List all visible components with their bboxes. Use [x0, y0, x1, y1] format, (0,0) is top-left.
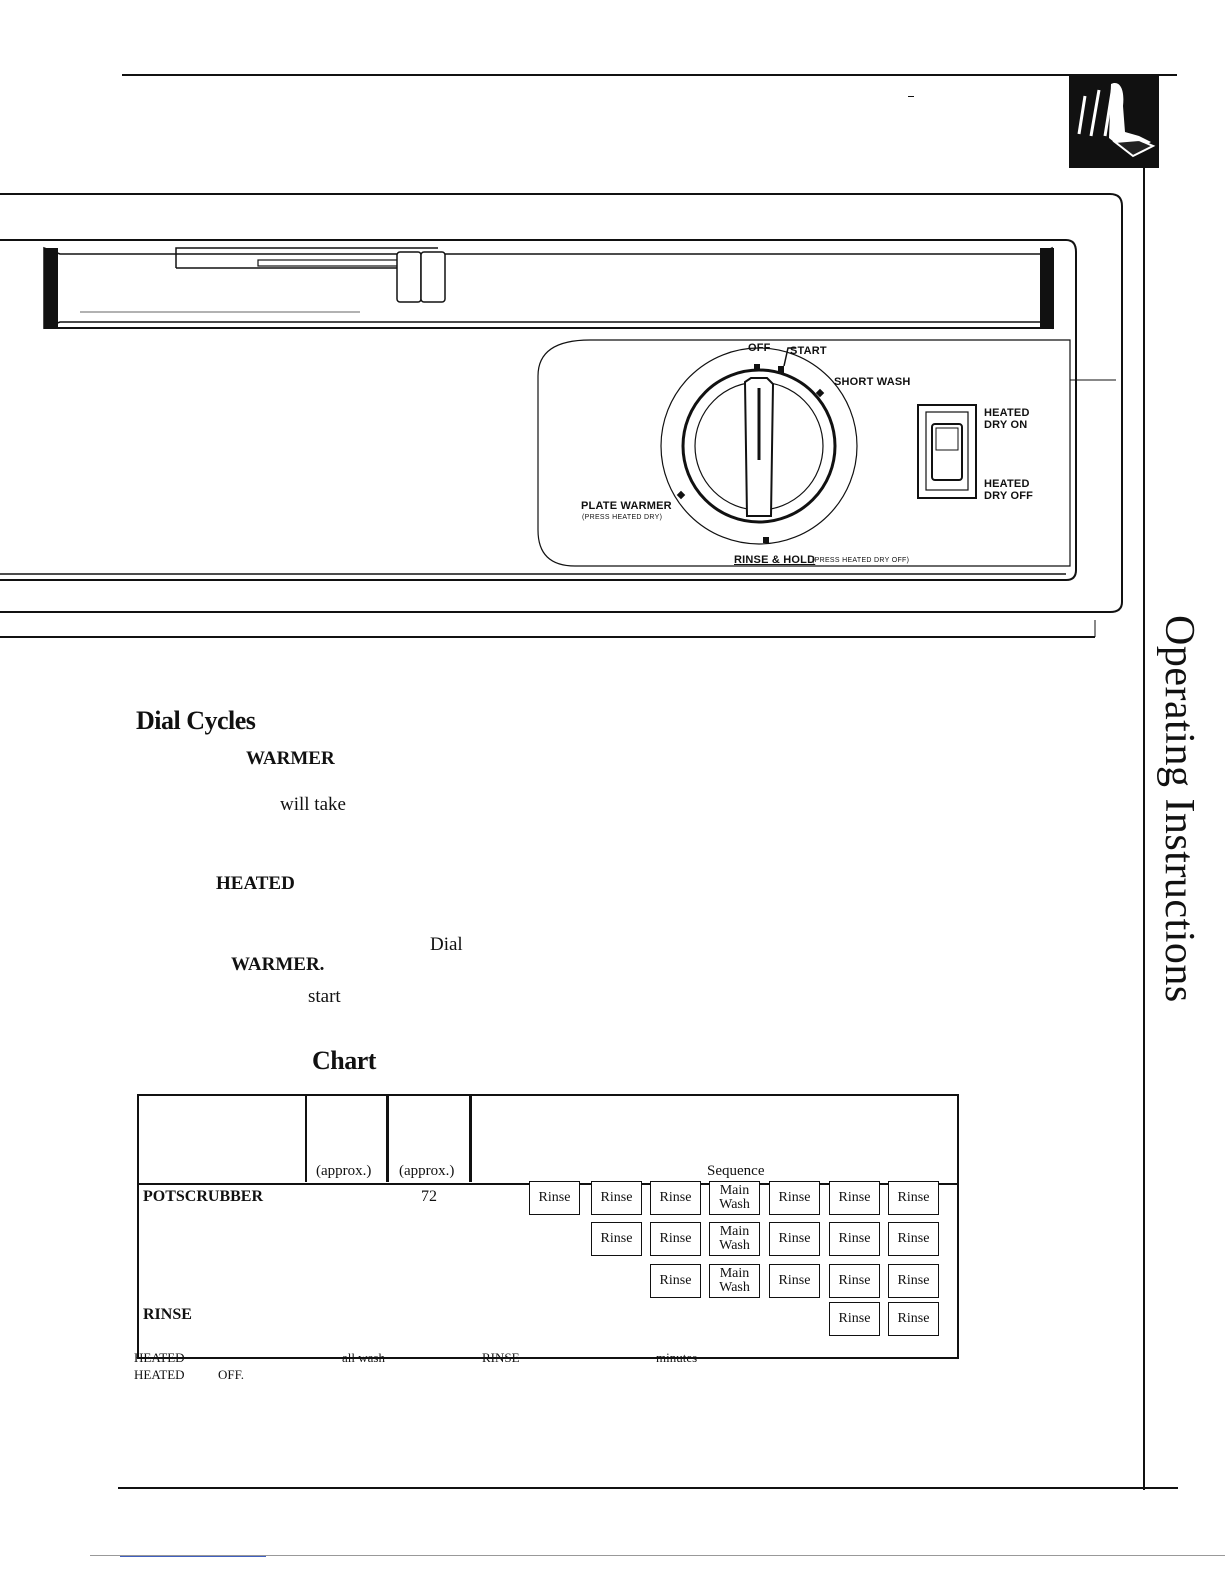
chart-header-approx-1: (approx.)	[316, 1163, 372, 1179]
step-label: Rinse	[838, 1311, 871, 1326]
step-label: Rinse	[538, 1190, 571, 1205]
right-vertical-rule	[1143, 168, 1145, 1490]
fragment-start: start	[308, 986, 341, 1007]
step-label: Main	[719, 1183, 750, 1198]
chart-header-approx-2: (approx.)	[399, 1163, 455, 1179]
chart-row-value: 72	[421, 1188, 437, 1205]
rinse-step: Rinse	[650, 1222, 701, 1256]
rinse-step: Rinse	[829, 1222, 880, 1256]
step-label: Rinse	[897, 1190, 930, 1205]
rinse-step: Rinse	[529, 1181, 580, 1215]
chart-header-divider-1	[305, 1096, 307, 1182]
fragment-dial: Dial	[430, 934, 463, 955]
bottom-rule	[118, 1487, 1178, 1489]
top-dash-mark	[908, 96, 914, 97]
rinse-step: Rinse	[591, 1181, 642, 1215]
rinse-step: Rinse	[650, 1264, 701, 1298]
heated-dry-switch[interactable]	[917, 404, 977, 499]
top-rule	[122, 74, 1177, 76]
footnote-word: RINSE	[482, 1350, 520, 1365]
rinse-step: Rinse	[769, 1222, 820, 1256]
dial-label-plate-warmer: PLATE WARMER	[581, 500, 672, 512]
rinse-step: Rinse	[888, 1264, 939, 1298]
step-label: Rinse	[838, 1273, 871, 1288]
dial-label-rinse-hold-note: (PRESS HEATED DRY OFF)	[812, 557, 910, 564]
rinse-step: Rinse	[888, 1302, 939, 1336]
switch-label-on-1: HEATED	[984, 407, 1030, 419]
footnote-word: OFF.	[218, 1367, 245, 1382]
rinse-step: Rinse	[829, 1264, 880, 1298]
chart-heading: Chart	[312, 1046, 376, 1075]
step-label: Rinse	[659, 1190, 692, 1205]
step-label: Rinse	[778, 1231, 811, 1246]
rinse-step: Rinse	[769, 1181, 820, 1215]
rinse-step: Rinse	[888, 1181, 939, 1215]
switch-label-off-2: DRY OFF	[984, 490, 1034, 502]
fragment-heated: HEATED	[216, 873, 295, 894]
rinse-step: Rinse	[769, 1264, 820, 1298]
step-label: Wash	[719, 1197, 750, 1212]
rinse-step: Rinse	[888, 1222, 939, 1256]
footnote-word: minutes	[656, 1350, 698, 1365]
chart-header-divider-3	[469, 1096, 472, 1182]
step-label: Rinse	[838, 1190, 871, 1205]
dial-label-start: START	[790, 345, 827, 357]
chart-row-name: POTSCRUBBER	[143, 1188, 264, 1205]
step-label: Main	[719, 1266, 750, 1281]
dial-label-off: OFF	[748, 342, 771, 354]
step-label: Rinse	[778, 1273, 811, 1288]
fragment-will-take: will take	[280, 794, 346, 815]
rinse-step: Rinse	[829, 1181, 880, 1215]
footnote-word: HEATED	[134, 1350, 185, 1365]
step-label: Rinse	[659, 1273, 692, 1288]
rinse-step: Rinse	[650, 1181, 701, 1215]
dial-label-short-wash: SHORT WASH	[834, 376, 911, 388]
chart-row-name: RINSE	[143, 1306, 192, 1323]
dial-label-rinse-hold: RINSE & HOLD	[734, 554, 816, 566]
footnote-word: all wash	[342, 1350, 385, 1365]
step-label: Wash	[719, 1238, 750, 1253]
cycle-dial[interactable]	[660, 347, 858, 545]
rinse-step: Rinse	[591, 1222, 642, 1256]
dial-cycles-heading: Dial Cycles	[136, 706, 256, 735]
step-label: Rinse	[838, 1231, 871, 1246]
hand-pressing-button-icon	[1077, 82, 1156, 158]
control-panel-illustration	[0, 193, 1123, 638]
step-label: Wash	[719, 1280, 750, 1295]
side-section-title-text: Operating Instructions	[1156, 615, 1202, 1003]
step-label: Rinse	[600, 1190, 633, 1205]
section-tab	[1069, 76, 1159, 168]
switch-label-on-2: DRY ON	[984, 419, 1028, 431]
chart-header-sequence: Sequence	[707, 1163, 765, 1179]
step-label: Main	[719, 1224, 750, 1239]
switch-label-off-1: HEATED	[984, 478, 1030, 490]
step-label: Rinse	[897, 1231, 930, 1246]
chart-header-divider-2	[386, 1096, 389, 1182]
step-label: Rinse	[897, 1311, 930, 1326]
dial-label-plate-warmer-note: (PRESS HEATED DRY)	[582, 514, 663, 521]
footnote-word: HEATED	[134, 1367, 185, 1382]
step-label: Rinse	[897, 1273, 930, 1288]
footer-rule	[90, 1555, 1225, 1556]
step-label: Rinse	[778, 1190, 811, 1205]
cycle-chart	[137, 1094, 959, 1359]
rinse-step: Rinse	[829, 1302, 880, 1336]
side-section-title: Operating Instructions	[1150, 615, 1210, 1003]
footer-link-underline	[120, 1556, 266, 1557]
fragment-warmer: WARMER	[246, 748, 335, 769]
step-label: Rinse	[600, 1231, 633, 1246]
step-label: Rinse	[659, 1231, 692, 1246]
fragment-warmer-period: WARMER.	[231, 954, 325, 975]
